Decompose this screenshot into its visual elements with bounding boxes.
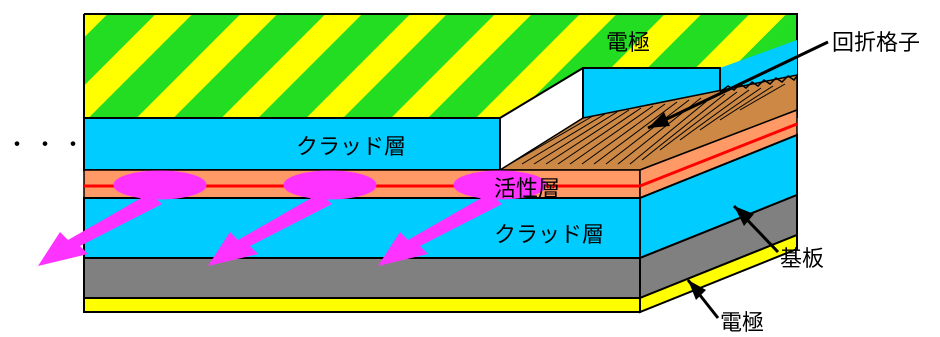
bottom-electrode: [83, 233, 798, 314]
emission-arrow-3: [378, 193, 502, 266]
emission-arrow-1: [38, 193, 162, 266]
emission-spot-3: [453, 170, 547, 200]
active-layer-label: 活性層: [494, 177, 560, 202]
grating-label: 回折格子: [832, 31, 920, 56]
grating-callout: 回折格子: [647, 31, 920, 130]
substrate-label: 基板: [780, 247, 824, 272]
emission-spot-1: [113, 170, 207, 200]
emission-beams: [38, 170, 547, 266]
bottom-electrode-callout: 電極: [686, 279, 764, 336]
ellipsis-label: ・・・: [6, 133, 90, 158]
electrode-top-label: 電極: [606, 31, 650, 56]
lower-cladding-label: クラッド層: [494, 223, 604, 248]
upper-cladding: [83, 117, 501, 171]
electrode-bottom-label: 電極: [720, 311, 764, 336]
substrate-callout: 基板: [732, 204, 824, 272]
upper-cladding-label: クラッド層: [296, 135, 406, 160]
lower-cladding: [83, 133, 798, 260]
emission-arrow-2: [208, 193, 332, 266]
emission-spot-2: [283, 170, 377, 200]
